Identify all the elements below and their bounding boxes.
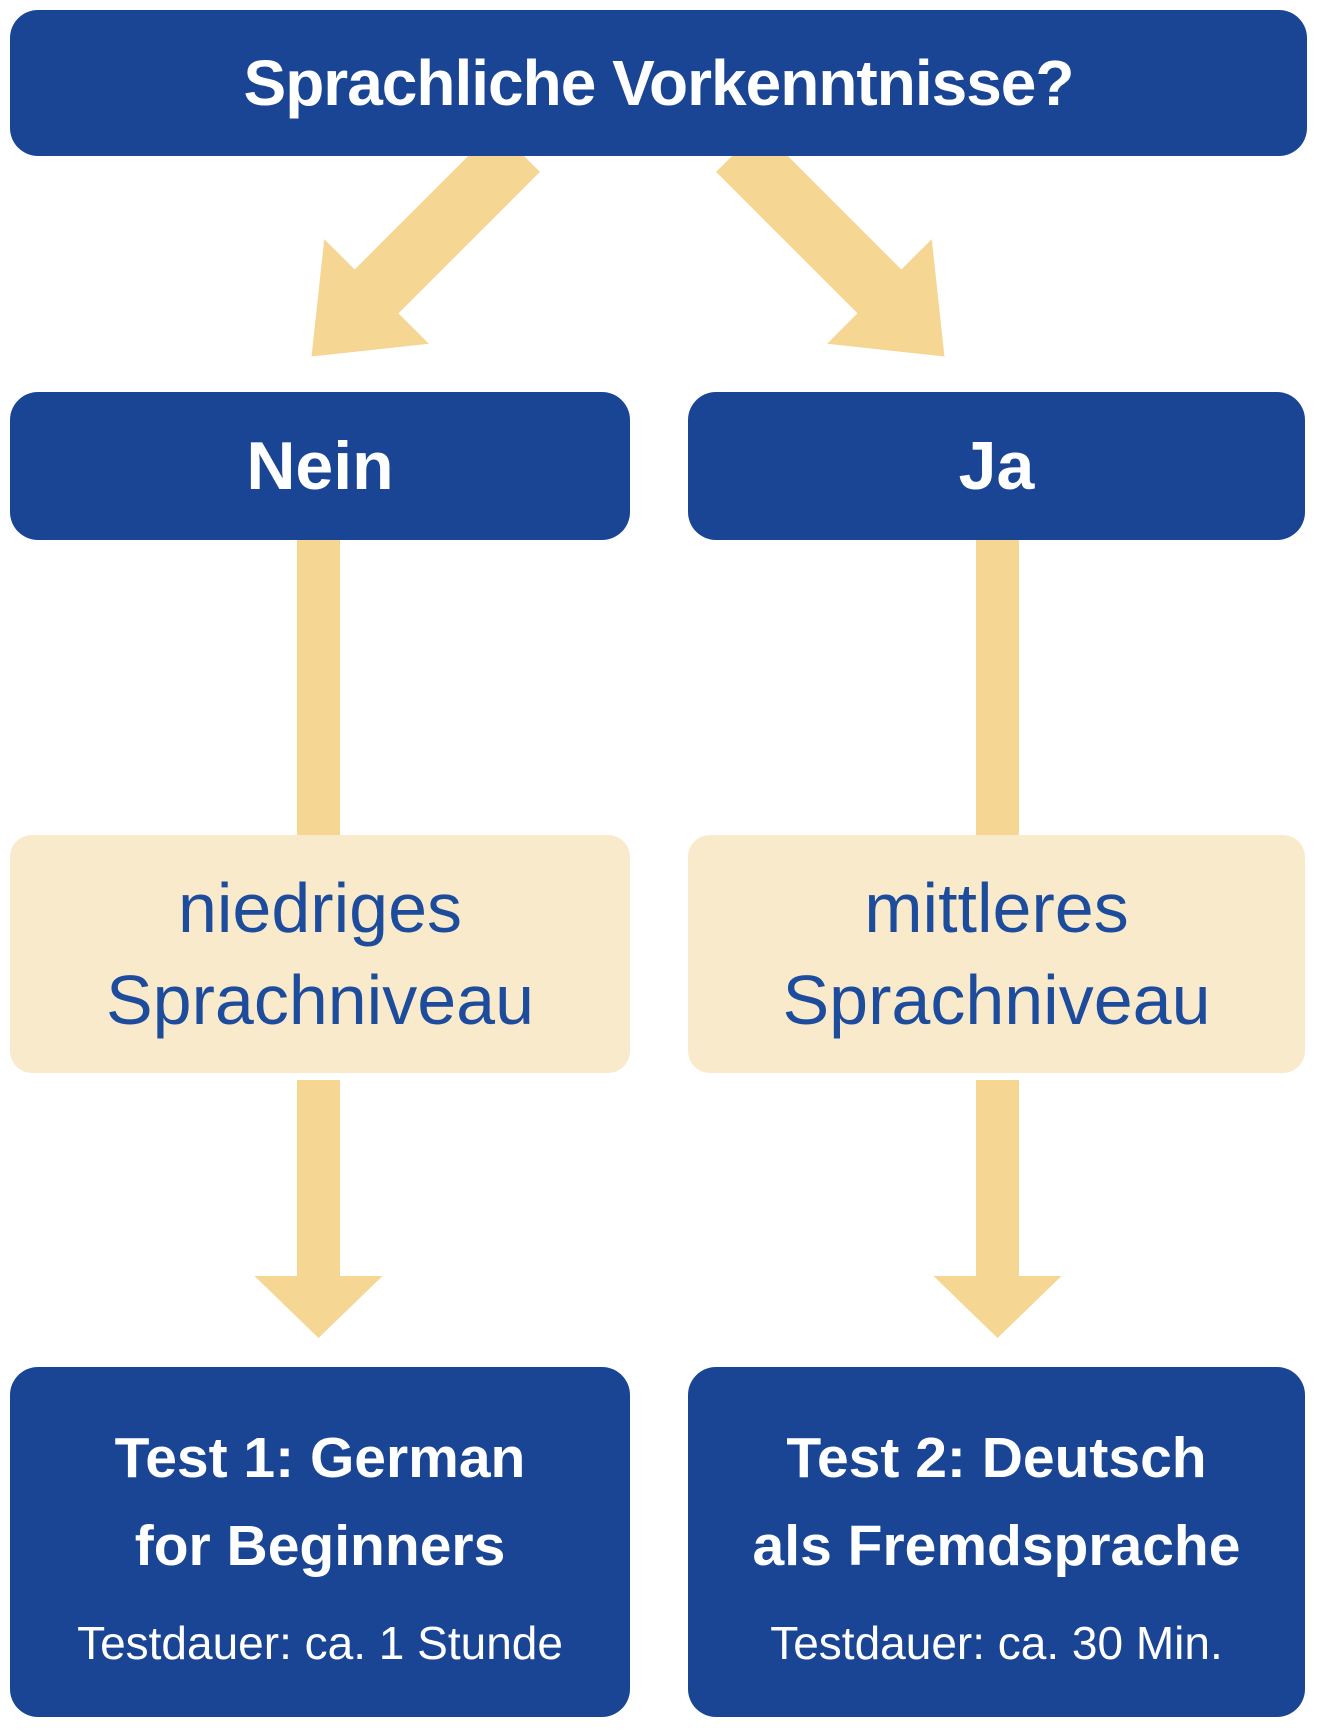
arrow-down-right-icon — [716, 128, 945, 357]
test1-title-line1: Test 1: German — [114, 1425, 526, 1490]
test2-box: Test 2: Deutsch als Fremdsprache Testdau… — [688, 1367, 1305, 1717]
question-box: Sprachliche Vorkenntnisse? — [10, 10, 1307, 156]
level-mid-line2: Sprachniveau — [782, 961, 1211, 1039]
arrow-down-icon — [933, 1080, 1062, 1338]
answer-ja-text: Ja — [958, 428, 1035, 504]
test1-duration: Testdauer: ca. 1 Stunde — [77, 1617, 563, 1670]
arrow-down-icon — [254, 1080, 383, 1338]
level-box-low: niedriges Sprachniveau — [10, 835, 630, 1073]
connector-left — [297, 538, 340, 850]
question-text: Sprachliche Vorkenntnisse? — [243, 47, 1075, 119]
test2-title-line2: als Fremdsprache — [752, 1514, 1241, 1578]
test1-box: Test 1: German for Beginners Testdauer: … — [10, 1367, 630, 1717]
answer-box-nein: Nein — [10, 392, 630, 540]
answer-nein-text: Nein — [246, 428, 394, 504]
level-mid-line1: mittleres — [864, 868, 1129, 947]
test2-title: Test 2: Deutsch als Fremdsprache — [753, 1414, 1241, 1591]
arrow-down-left-icon — [311, 128, 540, 357]
test2-title-line1: Test 2: Deutsch — [786, 1425, 1207, 1490]
level-low-line1: niedriges — [177, 868, 463, 947]
test1-title: Test 1: German for Beginners — [115, 1414, 526, 1591]
connector-right — [976, 538, 1019, 850]
level-low-line2: Sprachniveau — [105, 961, 535, 1039]
test2-duration: Testdauer: ca. 30 Min. — [770, 1617, 1223, 1670]
test1-title-line2: for Beginners — [134, 1514, 506, 1578]
answer-box-ja: Ja — [688, 392, 1305, 540]
level-box-mid: mittleres Sprachniveau — [688, 835, 1305, 1073]
